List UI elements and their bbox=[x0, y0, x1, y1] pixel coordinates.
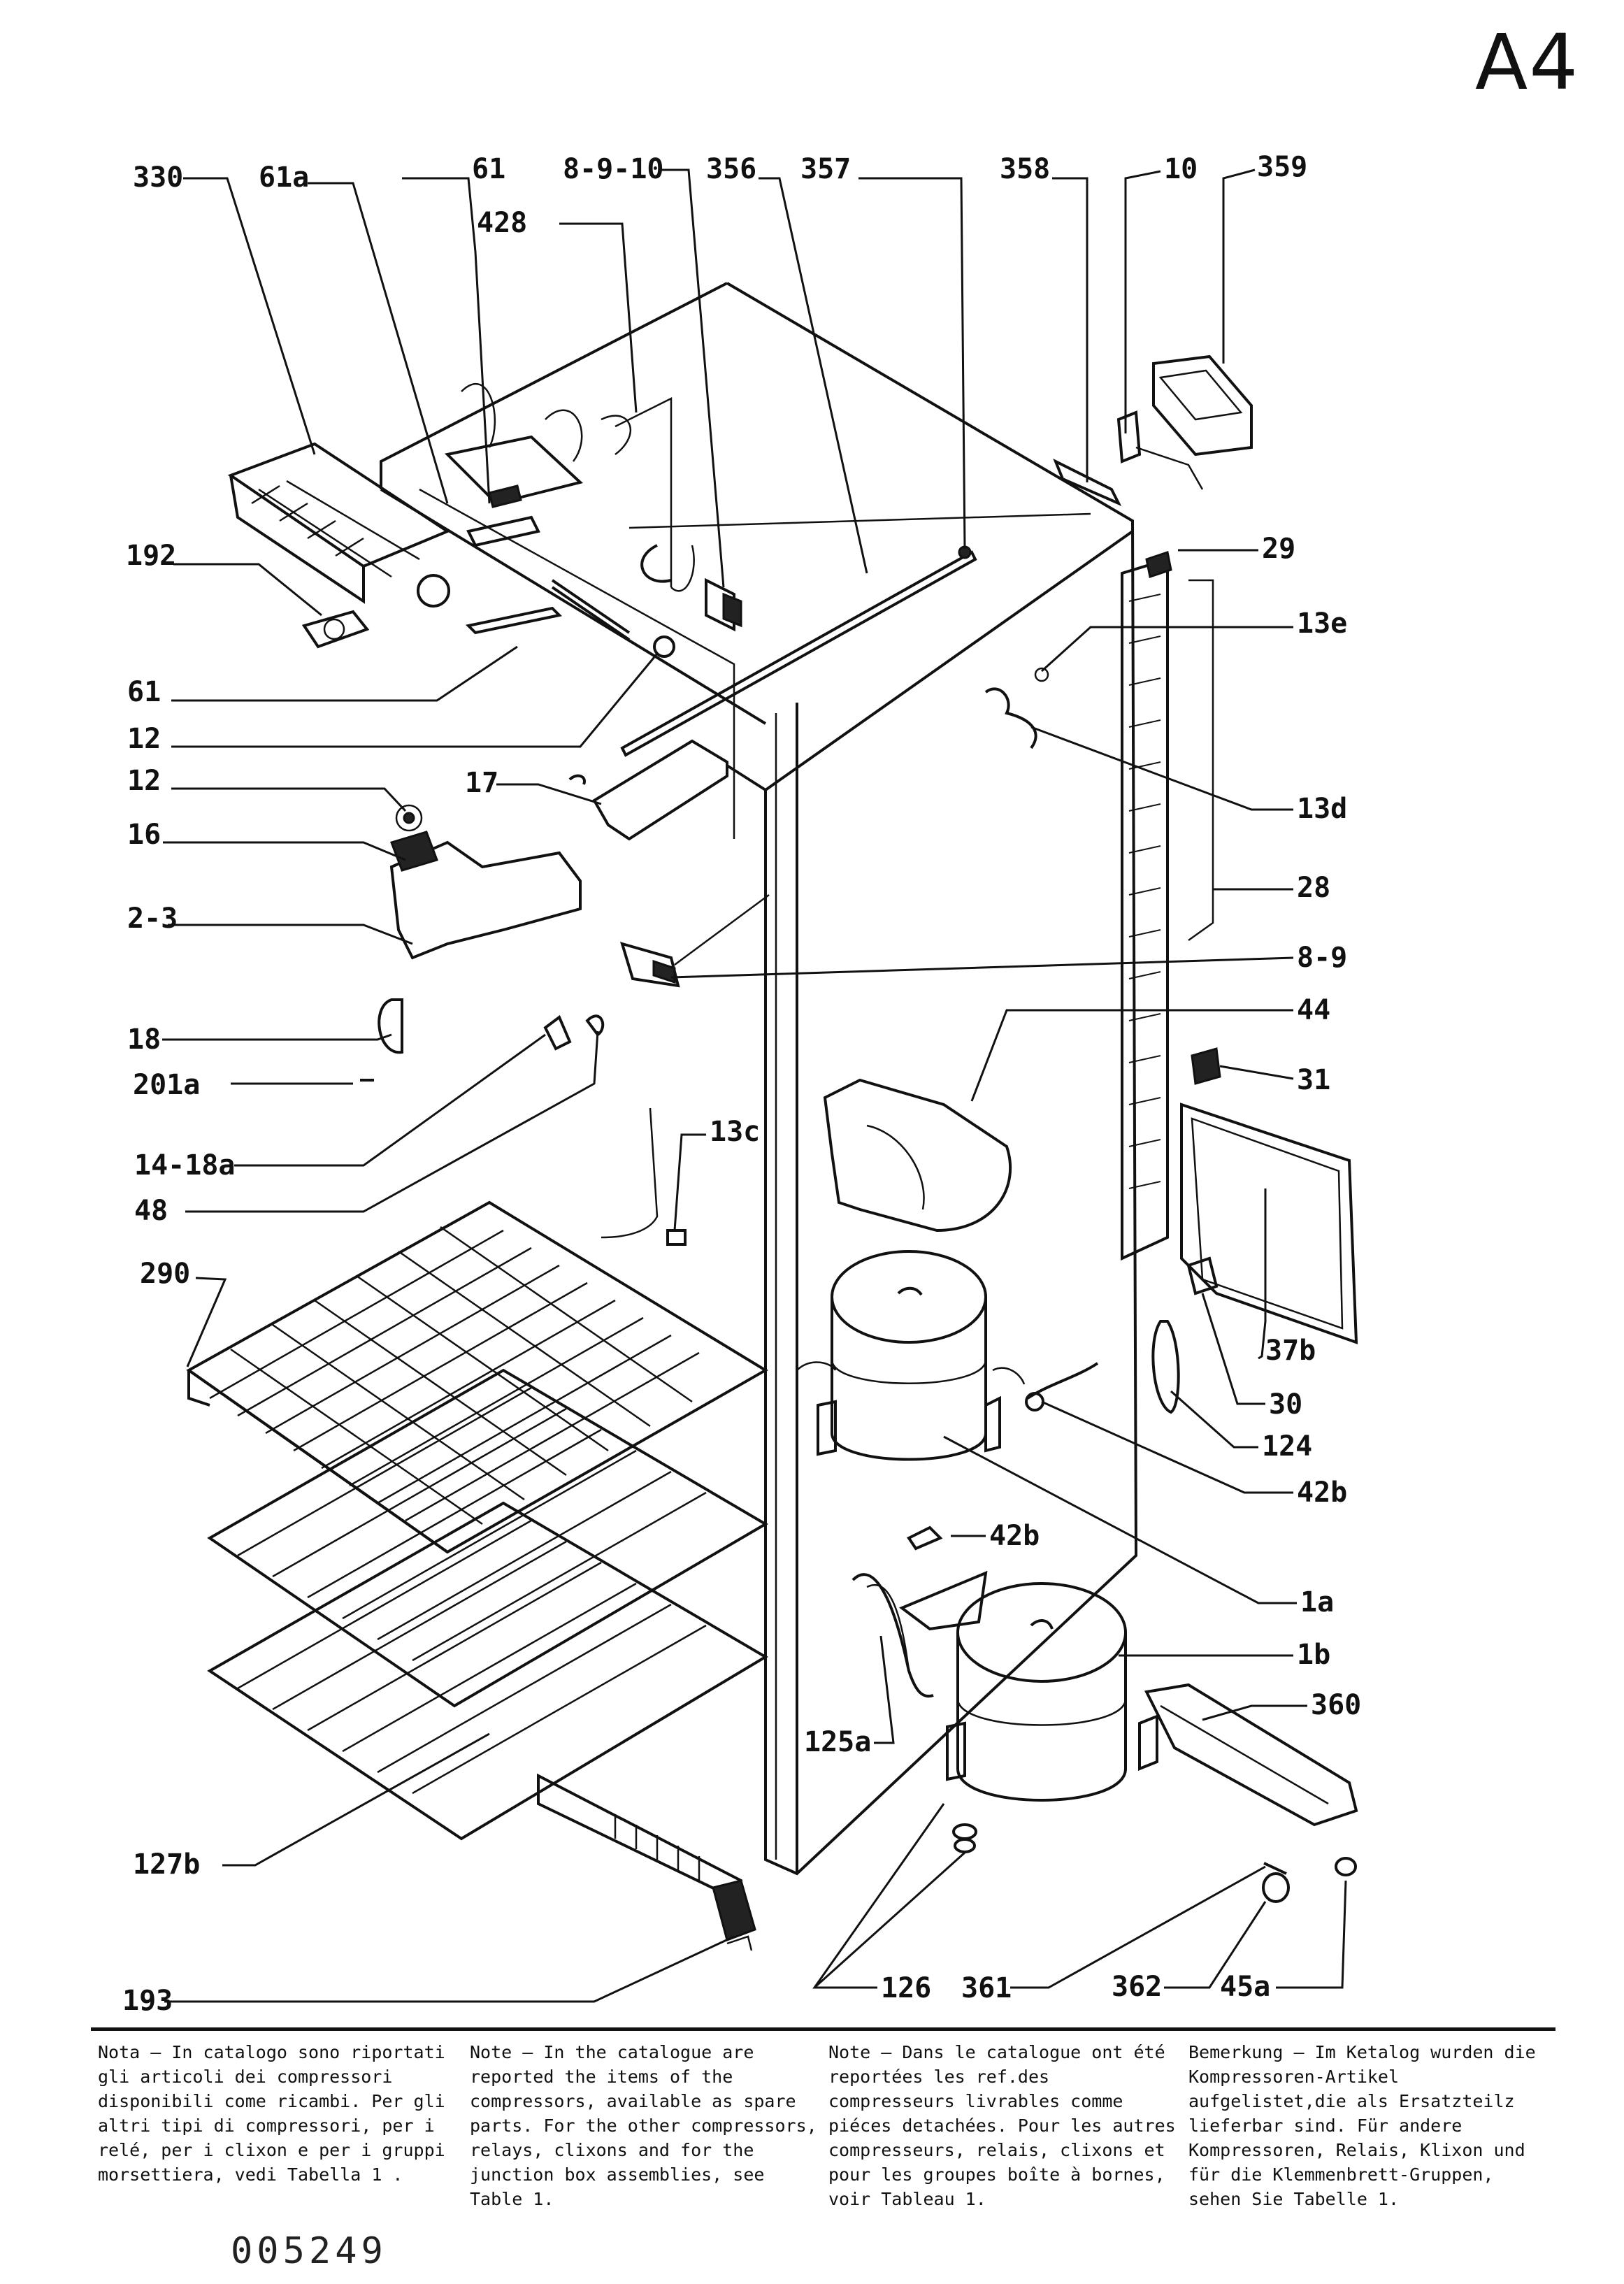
drip-tray bbox=[823, 1078, 1012, 1233]
label-12-lower: 12 bbox=[127, 765, 161, 797]
label-201a: 201a bbox=[133, 1069, 200, 1101]
label-290: 290 bbox=[140, 1258, 190, 1290]
label-2-3: 2-3 bbox=[127, 903, 178, 935]
label-428: 428 bbox=[477, 207, 527, 239]
label-10: 10 bbox=[1164, 153, 1198, 185]
label-42b-lower: 42b bbox=[989, 1520, 1040, 1552]
label-13c: 13c bbox=[710, 1116, 760, 1148]
label-1b: 1b bbox=[1297, 1639, 1330, 1671]
part-labels: 330 61a 61 8-9-10 356 357 358 10 359 428… bbox=[122, 151, 1361, 2017]
label-14-18a: 14-18a bbox=[134, 1149, 236, 1181]
document-number: 005249 bbox=[231, 2230, 387, 2272]
label-330: 330 bbox=[133, 161, 183, 194]
page-code: A4 bbox=[1475, 17, 1580, 107]
label-13e: 13e bbox=[1297, 608, 1347, 640]
mounting-bracket bbox=[1144, 1683, 1358, 1827]
small-parts-right bbox=[984, 551, 1358, 1414]
notes-divider bbox=[91, 2027, 1555, 2031]
label-358: 358 bbox=[1000, 153, 1050, 185]
label-8-9-10: 8-9-10 bbox=[563, 153, 664, 185]
capillary-tube bbox=[620, 545, 977, 757]
label-356: 356 bbox=[706, 153, 756, 185]
control-panel-group bbox=[444, 382, 742, 641]
label-127b: 127b bbox=[133, 1848, 200, 1881]
label-28: 28 bbox=[1297, 872, 1330, 904]
ice-tray bbox=[227, 442, 451, 604]
label-48: 48 bbox=[134, 1195, 168, 1227]
label-61a: 61a bbox=[259, 161, 309, 194]
label-42b: 42b bbox=[1297, 1477, 1347, 1509]
small-parts-left bbox=[301, 574, 770, 1246]
label-124: 124 bbox=[1262, 1430, 1312, 1463]
label-61-top: 61 bbox=[472, 153, 505, 185]
leader-lines bbox=[162, 168, 1347, 2003]
compressor-1b bbox=[851, 1525, 1158, 1802]
compressor-1a bbox=[796, 1250, 1026, 1461]
note-italian: Nota – In catalogo sono riportati gli ar… bbox=[98, 2042, 445, 2185]
label-192: 192 bbox=[126, 540, 176, 572]
label-13d: 13d bbox=[1297, 793, 1347, 825]
label-45a: 45a bbox=[1220, 1971, 1270, 2003]
label-12-upper: 12 bbox=[127, 723, 161, 755]
label-125a: 125a bbox=[804, 1726, 871, 1758]
label-17: 17 bbox=[465, 767, 498, 799]
note-french: Note – Dans le catalogue ont été reporté… bbox=[828, 2042, 1176, 2209]
label-1a: 1a bbox=[1300, 1586, 1334, 1618]
label-29: 29 bbox=[1262, 533, 1295, 565]
label-31: 31 bbox=[1297, 1064, 1330, 1096]
label-362: 362 bbox=[1112, 1971, 1162, 2003]
terminal-block bbox=[537, 1773, 756, 1951]
label-44: 44 bbox=[1297, 994, 1330, 1026]
label-30: 30 bbox=[1269, 1388, 1302, 1421]
note-english: Note – In the catalogue are reported the… bbox=[470, 2042, 817, 2209]
label-359: 359 bbox=[1257, 151, 1307, 183]
grommets bbox=[952, 1823, 1357, 1903]
note-german: Bemerkung – Im Ketalog wurden die Kompre… bbox=[1188, 2042, 1536, 2209]
label-18: 18 bbox=[127, 1024, 161, 1056]
label-37b: 37b bbox=[1265, 1335, 1316, 1367]
label-126: 126 bbox=[881, 1972, 931, 2004]
cabinet-body bbox=[380, 282, 1138, 1876]
label-361: 361 bbox=[961, 1972, 1012, 2004]
thermostat-housing bbox=[1053, 354, 1253, 507]
label-193: 193 bbox=[122, 1985, 173, 2017]
label-357: 357 bbox=[800, 153, 851, 185]
label-61: 61 bbox=[127, 676, 161, 708]
label-360: 360 bbox=[1311, 1689, 1361, 1721]
label-16: 16 bbox=[127, 819, 161, 851]
evaporator-coil bbox=[186, 1200, 768, 1841]
label-8-9: 8-9 bbox=[1297, 942, 1347, 974]
